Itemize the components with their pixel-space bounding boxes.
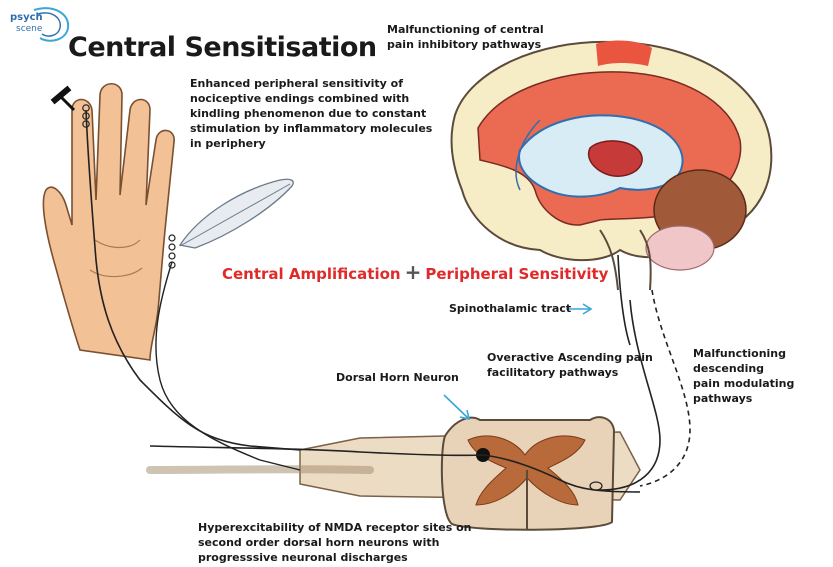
pin-icon: [51, 86, 74, 110]
nmda-hyperexcitability-label: Hyperexcitability of NMDA receptor sites…: [198, 520, 472, 565]
dorsal-horn-label: Dorsal Horn Neuron: [336, 370, 459, 385]
peripheral-sensitivity-text: Peripheral Sensitivity: [425, 265, 608, 283]
central-amplification-text: Central Amplification: [222, 265, 401, 283]
feather-icon: [180, 179, 293, 248]
logo-text-psych: psych: [10, 12, 43, 23]
dorsal-horn-arrow: [444, 395, 469, 419]
spinothalamic-label: Spinothalamic tract: [449, 301, 571, 316]
peripheral-sensitivity-label: Enhanced peripheral sensitivity of nocic…: [190, 76, 432, 151]
equation-banner: Central Amplification+Peripheral Sensiti…: [222, 260, 608, 284]
descending-pathway: [640, 290, 690, 486]
logo-text-scene: scene: [16, 24, 42, 34]
central-inhibitory-label: Malfunctioning of central pain inhibitor…: [387, 22, 544, 52]
psychscene-logo: psych scene: [4, 4, 74, 48]
spinal-cord-illustration: [150, 417, 640, 530]
plus-sign: +: [405, 260, 422, 284]
page-title: Central Sensitisation: [68, 32, 377, 63]
brain-illustration: [451, 41, 771, 290]
descending-pathways-label: Malfunctioning descending pain modulatin…: [693, 346, 833, 406]
ascending-pathways-label: Overactive Ascending pain facilitatory p…: [487, 350, 653, 380]
